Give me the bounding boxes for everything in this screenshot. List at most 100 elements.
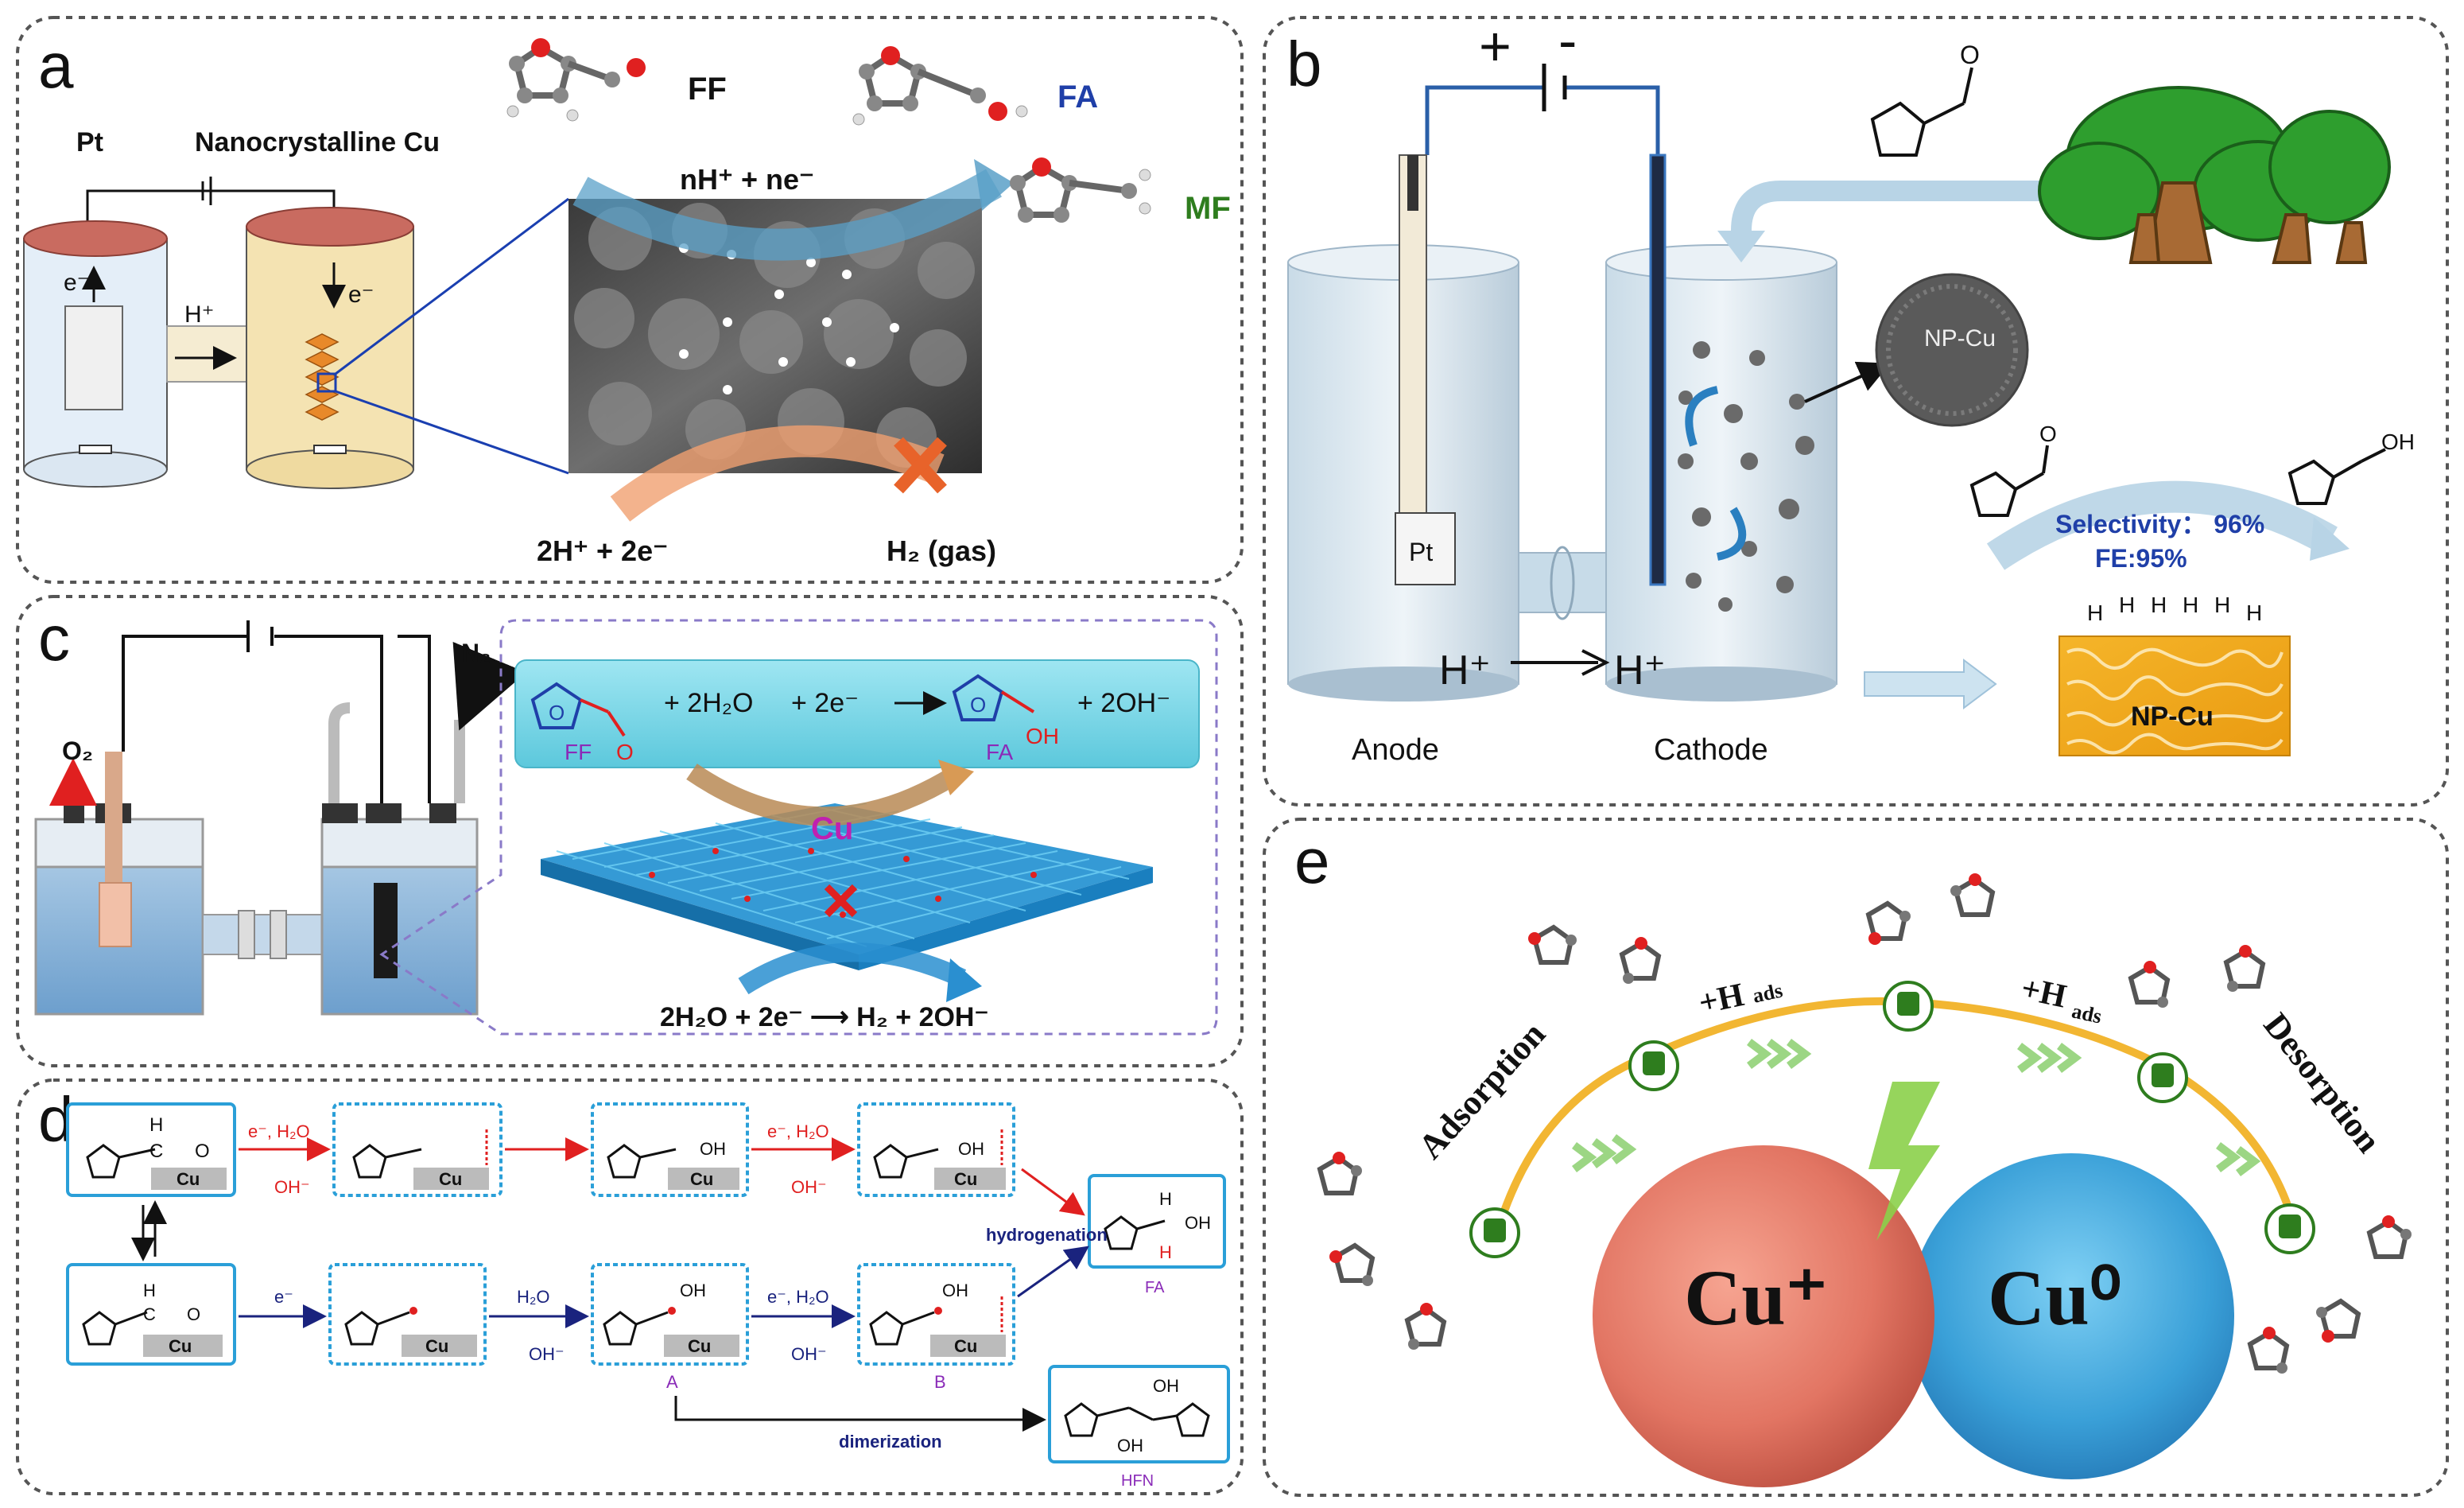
- b-npcu-block: NP-Cu: [2059, 635, 2291, 756]
- a-left-cell: e⁻: [23, 220, 168, 488]
- a-right-cell: e⁻: [246, 207, 414, 489]
- d-top-box-1: Cu H C O: [66, 1102, 236, 1197]
- b-trees-icon: [2038, 86, 2391, 264]
- panel-a-border: [16, 16, 1244, 584]
- b-anode-cell: Pt: [1287, 154, 1519, 702]
- a-electron-left: e⁻: [64, 270, 90, 296]
- panel-b-letter: b: [1286, 29, 1322, 99]
- b-selectivity-arc: [1986, 480, 2338, 570]
- d-top-oh1: OH⁻: [274, 1177, 310, 1197]
- d-dimerization: dimerization: [839, 1432, 942, 1452]
- d-top-arrow3: e⁻, H₂O: [767, 1121, 829, 1141]
- a-reaction-bottom-left: 2H⁺ + 2e⁻: [537, 534, 668, 567]
- svg-text:+H: +H: [2018, 970, 2070, 1016]
- b-furfural-small-o: O: [2039, 422, 2057, 446]
- svg-text:Cu: Cu: [439, 1169, 462, 1189]
- d-bot-arrow1: e⁻: [274, 1287, 293, 1307]
- svg-text:O: O: [195, 1141, 210, 1162]
- c-cu-mesh: [541, 803, 1153, 970]
- panel-d-border: [16, 1079, 1244, 1495]
- a-pt-label: Pt: [76, 127, 103, 157]
- d-hfn-box: OH OH: [1048, 1365, 1230, 1463]
- panel-e-border: [1263, 818, 2449, 1497]
- svg-text:OH: OH: [942, 1281, 968, 1300]
- d-bot-box-4: Cu OH: [857, 1263, 1015, 1366]
- d-top-box-2: Cu: [332, 1102, 503, 1197]
- d-bot-oh2: OH⁻: [529, 1344, 565, 1364]
- c-n2: N₂: [461, 639, 491, 667]
- a-cu-label: Nanocrystalline Cu: [195, 127, 440, 157]
- svg-text:H: H: [143, 1281, 156, 1300]
- b-furfural-top-o: O: [1960, 41, 1980, 69]
- b-selectivity: Selectivity： 96%: [2055, 510, 2264, 538]
- d-top-oh3: OH⁻: [791, 1177, 827, 1197]
- d-bot-arrow3: e⁻, H₂O: [767, 1287, 829, 1307]
- svg-text:H: H: [1159, 1242, 1172, 1262]
- e-lightning-icon: [1868, 1082, 1940, 1241]
- svg-text:H: H: [2151, 593, 2167, 617]
- c-fa-ring-o: O: [970, 693, 986, 717]
- svg-text:Cu: Cu: [954, 1336, 977, 1356]
- d-bot-box-2: Cu: [328, 1263, 487, 1366]
- b-cathode-cell: [1605, 154, 1891, 702]
- svg-text:Cu: Cu: [425, 1336, 448, 1356]
- svg-text:+H: +H: [1696, 977, 1748, 1022]
- a-molecule-ff: [506, 38, 646, 122]
- b-fa-small-oh: OH: [2381, 429, 2415, 454]
- d-label-b: B: [934, 1372, 946, 1392]
- d-hydrogenation: hydrogenation: [986, 1225, 1108, 1245]
- svg-text:OH: OH: [680, 1281, 706, 1300]
- e-chevrons: [1572, 1039, 2261, 1176]
- panel-c-letter: c: [38, 603, 70, 674]
- c-red-cross: [824, 884, 858, 918]
- c-eq-top-plus2: + 2e⁻: [791, 688, 859, 718]
- e-cu0-sphere: [1908, 1153, 2234, 1479]
- svg-text:H: H: [1159, 1189, 1172, 1209]
- c-ff-o: O: [616, 740, 634, 764]
- c-fa-structure: O OH: [952, 674, 1059, 748]
- panel-b: b + - Pt: [1263, 10, 2449, 806]
- a-label-mf: MF: [1185, 191, 1231, 226]
- d-fa-box: H OH H: [1088, 1174, 1226, 1269]
- svg-text:C: C: [143, 1304, 156, 1324]
- a-top-arc: [572, 169, 1002, 261]
- panel-d: d Cu H C O e⁻, H₂O OH⁻ Cu: [16, 1079, 1244, 1495]
- panel-c-border: [16, 595, 1244, 1067]
- svg-text:Cu: Cu: [169, 1336, 192, 1356]
- c-fa: FA: [986, 740, 1014, 764]
- e-desorption: Desorption: [2256, 1005, 2388, 1160]
- c-eq-bottom: 2H₂O + 2e⁻ ⟶ H₂ + 2OH⁻: [660, 1002, 988, 1032]
- a-reaction-top: nH⁺ + ne⁻: [680, 163, 814, 196]
- svg-text:H: H: [2087, 600, 2103, 625]
- d-label-hfn: HFN: [1121, 1472, 1154, 1490]
- d-bot-box-1: Cu H C O: [66, 1263, 236, 1366]
- c-cu: Cu: [811, 811, 853, 846]
- svg-text:Cu: Cu: [688, 1336, 711, 1356]
- a-label-fa: FA: [1057, 80, 1098, 115]
- b-bridge: [1518, 552, 1607, 613]
- e-molecules: [1317, 873, 2412, 1374]
- c-ff: FF: [565, 740, 592, 764]
- a-bridge: [166, 325, 247, 383]
- b-npcu-bubble: [1875, 273, 2029, 427]
- a-molecule-fa: [852, 46, 1028, 126]
- a-electron-right: e⁻: [348, 282, 374, 308]
- b-cathode-label: Cathode: [1654, 733, 1768, 767]
- panel-b-border: [1263, 16, 2449, 806]
- svg-text:Cu: Cu: [690, 1169, 713, 1189]
- svg-text:ads: ads: [1751, 979, 1785, 1008]
- svg-text:OH: OH: [700, 1139, 726, 1159]
- a-bottom-arc: [610, 425, 945, 522]
- c-oh: OH: [1026, 724, 1059, 748]
- e-cu-zero: Cu⁰: [1988, 1253, 2121, 1342]
- c-ff-ring-o: O: [549, 701, 565, 725]
- panel-a-letter: a: [38, 30, 74, 101]
- panel-a: a Pt Nanocrystalline Cu e⁻ H⁺: [16, 16, 1244, 584]
- a-reaction-bottom-right: H₂ (gas): [887, 534, 996, 567]
- c-o2: O₂: [62, 737, 93, 765]
- b-npcu-block-label: NP-Cu: [2131, 702, 2214, 732]
- d-bot-box-3: Cu OH: [591, 1263, 749, 1366]
- svg-text:Cu: Cu: [954, 1169, 977, 1189]
- panel-e-letter: e: [1294, 826, 1330, 896]
